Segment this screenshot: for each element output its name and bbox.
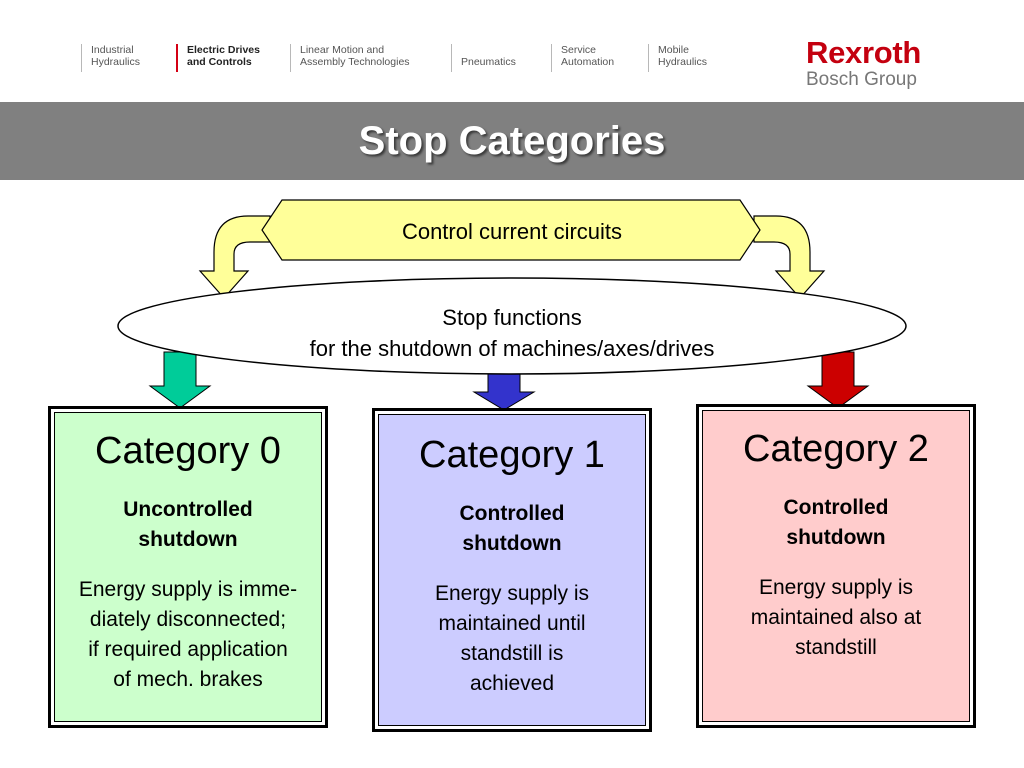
category-1-description: Energy supply is maintained until stands… bbox=[434, 582, 590, 695]
left-curved-arrow bbox=[198, 215, 271, 299]
category-2-description: Energy supply is maintained also at stan… bbox=[750, 576, 922, 659]
brand-group: Bosch Group bbox=[806, 69, 917, 90]
nav-pneumatics[interactable]: Pneumatics bbox=[451, 44, 516, 72]
category-1-title: Category 1 bbox=[419, 434, 605, 476]
category-2-panel: Category 2 Controlled shutdown Energy su… bbox=[702, 410, 970, 722]
page-title: Stop Categories bbox=[358, 119, 666, 163]
brand-name: Rexroth bbox=[806, 35, 922, 70]
category-2-title: Category 2 bbox=[743, 428, 929, 470]
category-0-description: Energy supply is imme- diately disconnec… bbox=[78, 578, 298, 691]
category-0-title: Category 0 bbox=[95, 430, 281, 472]
nav-industrial-hydraulics[interactable]: Industrial Hydraulics bbox=[81, 44, 140, 72]
brand-logo: Rexroth Bosch Group bbox=[806, 35, 922, 91]
nav-linear-motion[interactable]: Linear Motion and Assembly Technologies bbox=[290, 44, 410, 72]
top-navigation: Industrial Hydraulics Electric Drives an… bbox=[0, 0, 1024, 100]
category-1-box: Category 1 Controlled shutdown Energy su… bbox=[372, 408, 652, 732]
category-0-subtitle: Uncontrolled shutdown bbox=[123, 498, 253, 551]
nav-service-automation[interactable]: Service Automation bbox=[551, 44, 614, 72]
category-1-panel: Category 1 Controlled shutdown Energy su… bbox=[378, 414, 646, 726]
stop-functions-line1: Stop functions bbox=[442, 305, 582, 330]
red-down-arrow bbox=[806, 351, 870, 409]
stop-functions-ellipse bbox=[117, 277, 907, 375]
right-curved-arrow bbox=[753, 215, 826, 299]
category-0-panel: Category 0 Uncontrolled shutdown Energy … bbox=[54, 412, 322, 722]
category-0-box: Category 0 Uncontrolled shutdown Energy … bbox=[48, 406, 328, 728]
stop-functions-line2: for the shutdown of machines/axes/drives bbox=[309, 336, 715, 361]
control-current-label: Control current circuits bbox=[401, 219, 623, 244]
blue-down-arrow bbox=[472, 371, 536, 411]
category-2-box: Category 2 Controlled shutdown Energy su… bbox=[696, 404, 976, 728]
green-down-arrow bbox=[148, 351, 212, 409]
category-2-subtitle: Controlled shutdown bbox=[783, 496, 889, 549]
nav-electric-drives[interactable]: Electric Drives and Controls bbox=[176, 44, 260, 72]
nav-mobile-hydraulics[interactable]: Mobile Hydraulics bbox=[648, 44, 707, 72]
control-current-hexagon bbox=[261, 199, 761, 261]
category-1-subtitle: Controlled shutdown bbox=[459, 502, 565, 555]
title-bar: Stop Categories bbox=[0, 102, 1024, 180]
stop-functions-label: Stop functions for the shutdown of machi… bbox=[120, 302, 904, 364]
